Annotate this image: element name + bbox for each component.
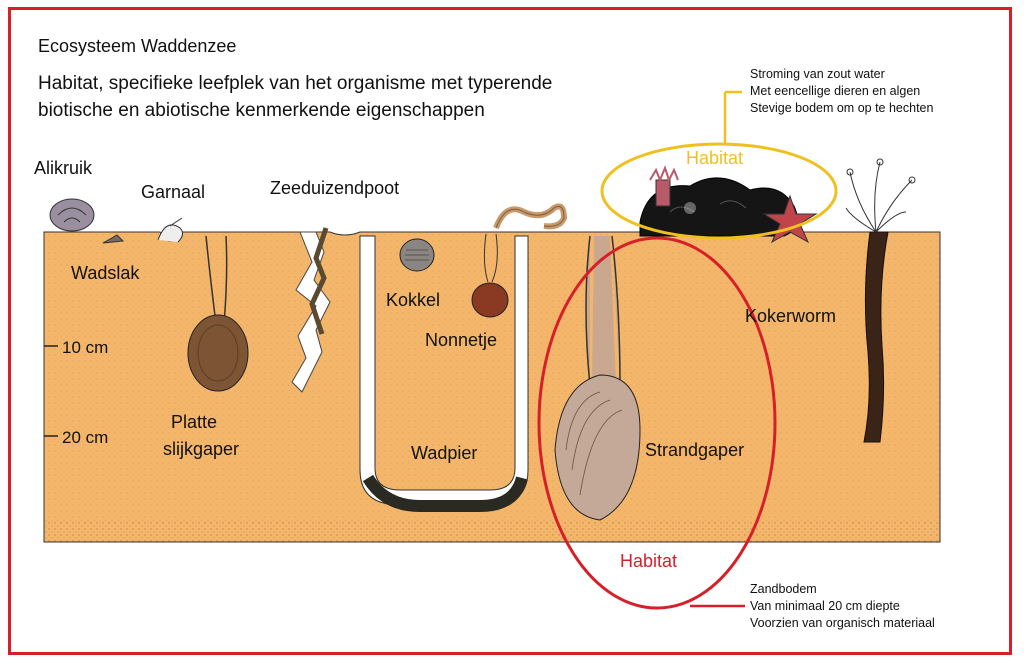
label-zeeduizendpoot: Zeeduizendpoot [270,178,400,198]
garnaal-shrimp [157,217,184,243]
wadpier-burrow [359,235,529,512]
note-top-1: Stroming van zout water [750,67,885,81]
habitat-label-top: Habitat [686,148,744,168]
label-platte: Platte [171,412,218,432]
subtitle: Habitat, specifieke leefplek van het org… [38,70,552,124]
note-bottom-2: Van minimaal 20 cm diepte [750,599,900,613]
kokkel-shell [399,238,435,272]
label-slijkgaper: slijkgaper [163,439,240,459]
habitat-label-bottom: Habitat [620,551,678,571]
kokerworm-tube [845,158,916,443]
wadslak-shell [102,234,125,244]
label-wadslak: Wadslak [71,263,140,283]
label-wadpier: Wadpier [411,443,478,463]
mosselbank [639,177,798,237]
worm-casting [493,203,568,230]
label-kokerworm: Kokerworm [745,306,837,326]
notes-top: Stroming van zout water Met eencellige d… [750,66,933,117]
note-top-2: Met eencellige dieren en algen [750,84,921,98]
strandgaper-shell [554,235,641,521]
zeester [762,194,818,244]
platte-slijkgaper [187,235,249,392]
label-alikruik: Alikruik [34,158,93,178]
habitat-ellipse-bottom [537,236,777,610]
note-top-3: Stevige bodem om op te hechten [750,101,934,115]
zeeduizendpoot-burrow [291,227,331,393]
label-nonnetje: Nonnetje [425,330,498,350]
label-garnaal: Garnaal [141,182,206,202]
note-bottom-1: Zandbodem [750,582,817,596]
depth-label-20cm: 20 cm [62,428,109,447]
image-border [8,7,1012,655]
nonnetje-shell [471,233,509,318]
notes-bottom: Zandbodem Van minimaal 20 cm diepte Voor… [750,581,935,632]
subtitle-line-2: biotische en abiotische kenmerkende eige… [38,100,485,121]
page-title: Ecosysteem Waddenzee [38,36,237,56]
subtitle-line-1: Habitat, specifieke leefplek van het org… [38,73,553,94]
label-strandgaper: Strandgaper [645,440,745,460]
note-bottom-3: Voorzien van organisch materiaal [750,616,935,630]
habitat-ellipse-top [600,142,838,240]
zeeanemoon [649,165,679,207]
depth-label-10cm: 10 cm [62,338,109,357]
label-kokkel: Kokkel [386,290,441,310]
alikruik-shell [49,198,95,232]
